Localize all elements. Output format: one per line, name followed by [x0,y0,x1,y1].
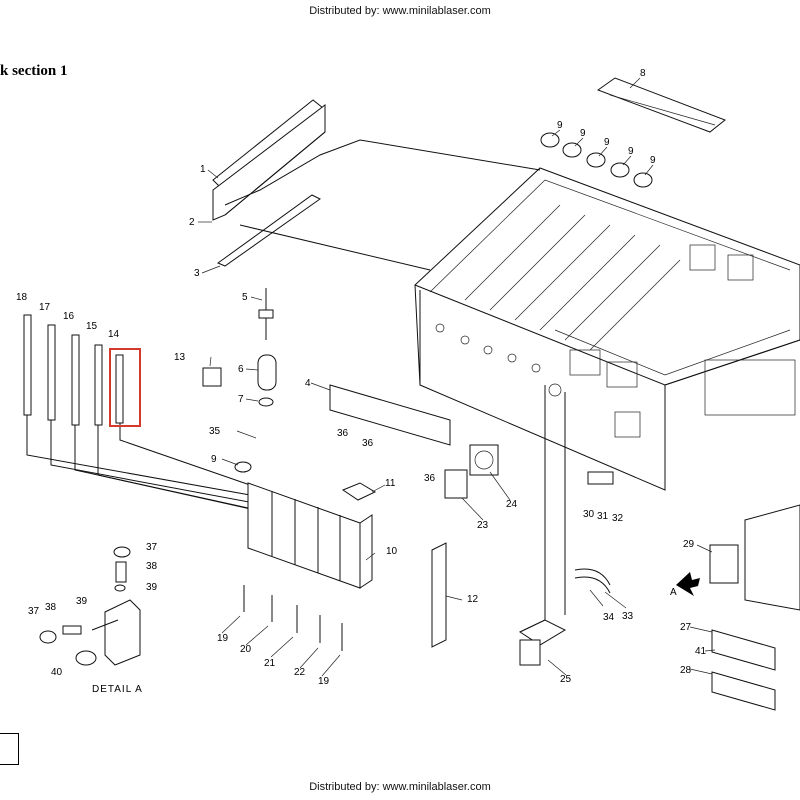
parts-33-34 [574,568,611,594]
part-8-rail [596,77,726,133]
part-label-15: 15 [86,321,98,332]
parts-30-32-bracket [587,471,614,485]
part-label-5: 5 [242,292,248,303]
part-label-13: 13 [174,352,186,363]
part-label-19a: 19 [217,633,229,644]
part-label-21: 21 [264,658,276,669]
part-label-36c: 36 [424,473,436,484]
part-label-18: 18 [16,292,28,303]
part-label-38a: 38 [146,561,158,572]
part-label-1: 1 [200,164,206,175]
part-9-rings [234,132,653,473]
part-label-38b: 38 [45,602,57,613]
part-label-2: 2 [189,217,195,228]
part-label-37a: 37 [146,542,158,553]
part-label-9f: 9 [211,454,217,465]
part-label-9e: 9 [650,155,656,166]
part-label-33: 33 [622,611,634,622]
section-title: k section 1 [0,63,68,79]
highlight-box-part-14 [109,348,141,427]
parts-27-28-covers [711,629,776,711]
distributor-footer: Distributed by: www.minilablaser.com [309,781,491,793]
detail-a-caption: DETAIL A [92,684,143,695]
tubes-14-18 [23,314,301,521]
part-label-30: 30 [583,509,595,520]
part-12-plate [431,542,447,648]
part-label-40: 40 [51,667,63,678]
part-label-19b: 19 [318,676,330,687]
part-label-27: 27 [680,622,692,633]
part-label-10: 10 [386,546,398,557]
part-label-31: 31 [597,511,609,522]
part-label-4: 4 [305,378,311,389]
part-label-16: 16 [63,311,75,322]
part-labels: 1 2 3 4 5 6 7 8 9 9 9 9 9 9 9 10 11 12 1… [16,68,707,687]
part-label-3: 3 [194,268,200,279]
part-label-39a: 39 [146,582,158,593]
part-25-duct [518,385,567,666]
part-label-9b: 9 [580,128,586,139]
part-label-20: 20 [240,644,252,655]
detail-a-housing [676,504,800,611]
part-label-36a: 36 [337,428,349,439]
leader-lines [198,77,716,677]
parts-5-6-7 [257,288,277,407]
corner-frame [0,733,19,765]
part-label-9c: 9 [604,137,610,148]
part-label-9d: 9 [628,146,634,157]
part-label-36b: 36 [362,438,374,449]
part-label-34: 34 [603,612,615,623]
parts-1-2-3-rails [212,99,541,271]
part-label-12: 12 [467,594,479,605]
part-10-tanks [247,482,373,589]
arrow-label-a: A [670,587,677,598]
part-label-11: 11 [385,478,396,489]
part-label-35: 35 [209,426,221,437]
parts-23-24-fan [444,444,499,499]
part-label-25: 25 [560,674,572,685]
part-label-39b: 39 [76,596,88,607]
part-label-24: 24 [506,499,518,510]
distributor-header: Distributed by: www.minilablaser.com [309,5,491,17]
part-label-7: 7 [238,394,244,405]
detail-a-parts [39,546,141,666]
pins-19-22 [243,585,343,651]
part-label-32: 32 [612,513,624,524]
part-11-plate [341,482,377,501]
part-label-17: 17 [39,302,51,313]
main-housing [414,167,800,491]
part-label-28: 28 [680,665,692,676]
part-label-14: 14 [108,329,120,340]
part-13-block [202,367,222,387]
part-label-23: 23 [477,520,489,531]
part-label-9a: 9 [557,120,563,131]
part-4-bar [329,384,451,446]
part-label-29: 29 [683,539,695,550]
part-label-41: 41 [695,646,707,657]
part-label-8: 8 [640,68,646,79]
part-label-6: 6 [238,364,244,375]
part-label-37b: 37 [28,606,40,617]
part-label-22: 22 [294,667,306,678]
